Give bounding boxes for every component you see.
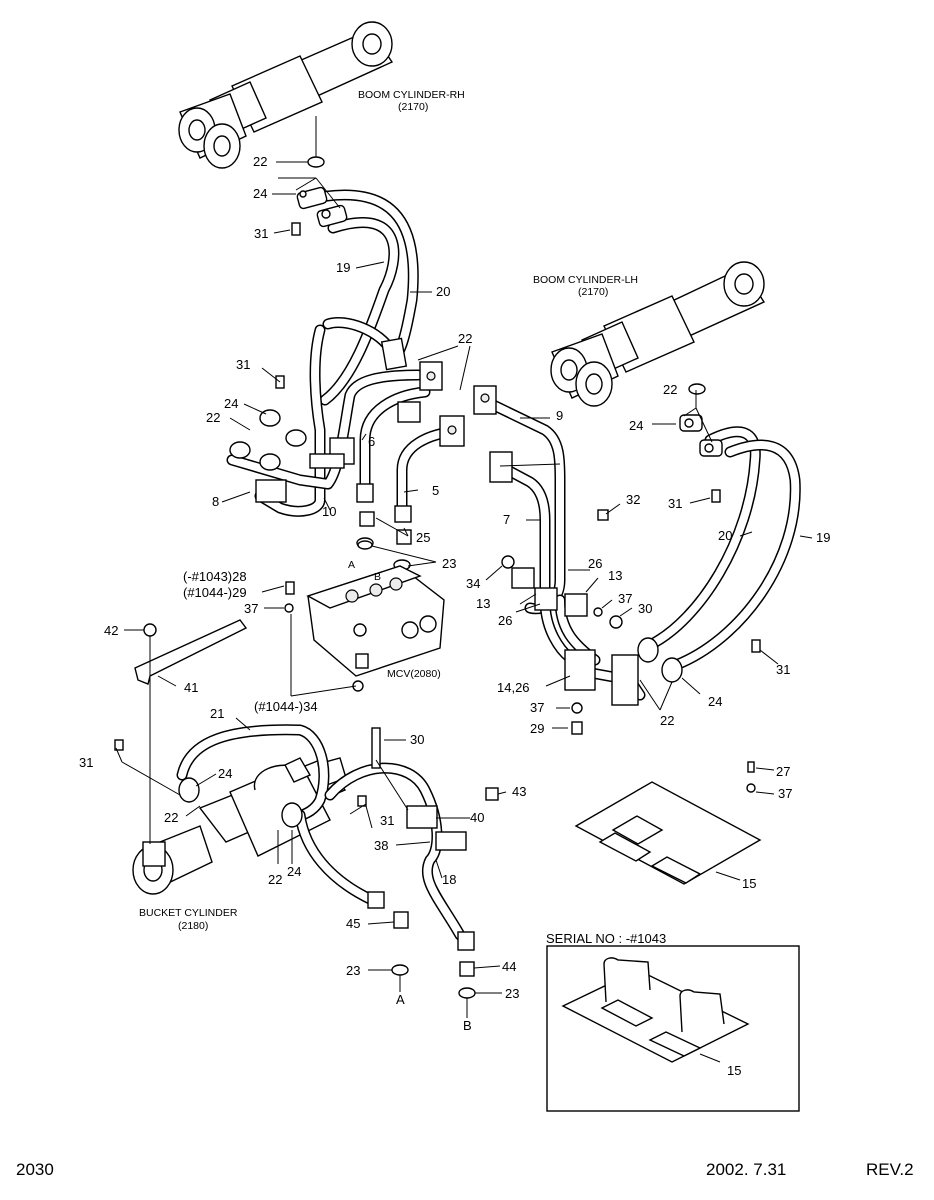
callout: 22	[660, 713, 674, 728]
callout: 30	[638, 601, 652, 616]
callout: 40	[470, 810, 484, 825]
callout: 38	[374, 838, 388, 853]
callout: 25	[416, 530, 430, 545]
callout: 31	[668, 496, 682, 511]
hose-6	[359, 386, 431, 496]
plate-15-serial	[561, 957, 750, 1063]
hose-18	[324, 762, 466, 941]
callout: 29	[530, 721, 544, 736]
callout: 19	[816, 530, 830, 545]
callout: 9	[556, 408, 563, 423]
hose-19-rh	[319, 217, 400, 406]
callout: 44	[502, 959, 516, 974]
callout: 31	[254, 226, 268, 241]
callout: (#1044-)34	[254, 699, 318, 714]
callout: 15	[742, 876, 756, 891]
serial-box	[546, 945, 800, 1112]
callout: 24	[218, 766, 232, 781]
callout: 45	[346, 916, 360, 931]
callout: 31	[236, 357, 250, 372]
callout: 22	[253, 154, 267, 169]
callout: (-#1043)28	[183, 569, 247, 584]
callout: (#1044-)29	[183, 585, 247, 600]
callout: 26	[588, 556, 602, 571]
callout: 8	[212, 494, 219, 509]
mcv-port-b: B	[374, 571, 381, 583]
hose-22-bucket	[294, 809, 378, 906]
hose-19-lh	[670, 439, 801, 671]
callout: 37	[618, 591, 632, 606]
callout: 24	[629, 418, 643, 433]
mcv-port-a: A	[348, 559, 355, 571]
callout: 10	[322, 504, 336, 519]
callout: 20	[718, 528, 732, 543]
callout: 22	[268, 872, 282, 887]
callout: 43	[512, 784, 526, 799]
callout: 13	[476, 596, 490, 611]
boom-cylinder-lh	[550, 261, 766, 407]
boom-cylinder-rh-ref: (2170)	[398, 101, 428, 113]
bucket-cylinder-label: BUCKET CYLINDER	[139, 907, 238, 919]
callout: 42	[104, 623, 118, 638]
bucket-cylinder	[132, 757, 347, 895]
callout: 22	[663, 382, 677, 397]
callout: 23	[505, 986, 519, 1001]
callout: 19	[336, 260, 350, 275]
callout-labels: 22 24 31 19 20 22 31 24 22 6 5 9 8 10 25…	[79, 154, 830, 1078]
callout: 18	[442, 872, 456, 887]
pipe-8	[226, 369, 424, 490]
callout: 23	[442, 556, 456, 571]
boom-cylinder-lh-ref: (2170)	[578, 286, 608, 298]
callout: 26	[498, 613, 512, 628]
callout: 37	[244, 601, 258, 616]
bucket-cylinder-ref: (2180)	[178, 920, 208, 932]
mcv-valve	[306, 565, 445, 677]
revision-date: 2002. 7.31	[706, 1160, 786, 1179]
callout: 31	[79, 755, 93, 770]
callout: 24	[224, 396, 238, 411]
callout: 24	[708, 694, 722, 709]
callout: A	[396, 992, 405, 1007]
plate-15	[574, 781, 762, 885]
boom-cylinder-rh-label: BOOM CYLINDER-RH	[358, 89, 465, 101]
page-number: 2030	[16, 1160, 54, 1179]
callout: 31	[776, 662, 790, 677]
callout: 32	[626, 492, 640, 507]
serial-label: SERIAL NO : -#1043	[546, 931, 666, 946]
callout: 5	[432, 483, 439, 498]
callout: 24	[253, 186, 267, 201]
callout: 15	[727, 1063, 741, 1078]
callout: 31	[380, 813, 394, 828]
callout: 34	[466, 576, 480, 591]
mcv-label: MCV(2080)	[387, 668, 441, 680]
callout: 24	[287, 864, 301, 879]
boom-cylinder-rh	[178, 21, 394, 169]
callout: 23	[346, 963, 360, 978]
callout: 37	[530, 700, 544, 715]
callout: 22	[206, 410, 220, 425]
callout: 27	[776, 764, 790, 779]
boom-cylinder-lh-label: BOOM CYLINDER-LH	[533, 274, 638, 286]
revision-number: REV.2	[866, 1160, 914, 1179]
callout: 37	[778, 786, 792, 801]
callout: 41	[184, 680, 198, 695]
callout: 6	[368, 434, 375, 449]
callout: 21	[210, 706, 224, 721]
callout: 22	[458, 331, 472, 346]
callout: B	[463, 1018, 472, 1033]
callout: 20	[436, 284, 450, 299]
callout: 30	[410, 732, 424, 747]
callout: 13	[608, 568, 622, 583]
hose-21	[176, 724, 330, 823]
hose-20-lh	[644, 426, 761, 651]
leader-lines	[115, 116, 813, 1063]
callout: 7	[503, 512, 510, 527]
callout: 14,26	[497, 680, 530, 695]
callout: 22	[164, 810, 178, 825]
